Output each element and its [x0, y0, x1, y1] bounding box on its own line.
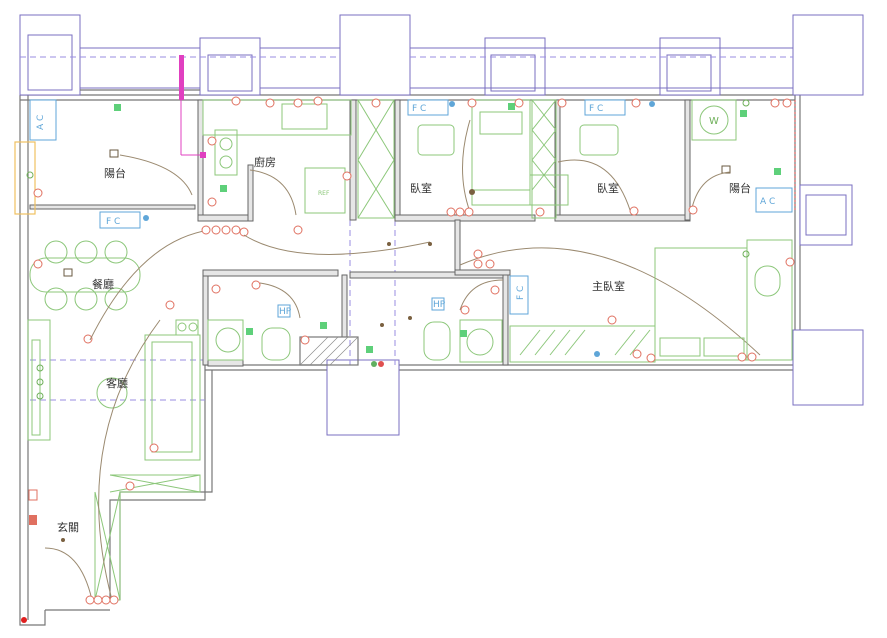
room-label-balcony-left: 陽台 [104, 167, 126, 180]
entrance-furniture [21, 319, 201, 623]
dining-furniture [29, 229, 211, 344]
room-label-living: 客廳 [106, 377, 128, 390]
svg-text:A C: A C [760, 197, 775, 207]
room-label-master-bedroom: 主臥室 [592, 280, 625, 293]
bedroom-1-furniture: F C [407, 98, 569, 217]
svg-text:HP: HP [433, 300, 446, 310]
room-label-entrance: 玄關 [57, 521, 79, 534]
master-bedroom-furniture: F C [509, 239, 795, 363]
room-label-bedroom-1: 臥室 [410, 182, 432, 195]
balcony-right: W A C [688, 98, 796, 215]
interior-walls [29, 99, 691, 367]
room-label-dining: 餐廳 [92, 278, 114, 291]
shafts [357, 98, 557, 219]
svg-text:F C: F C [516, 286, 526, 300]
svg-text:W: W [709, 116, 719, 127]
room-label-bedroom-2: 臥室 [597, 182, 619, 195]
svg-text:F C: F C [106, 217, 120, 227]
room-label-balcony-right: 陽台 [729, 182, 751, 195]
bathroom-right: HP [366, 279, 504, 367]
kitchen: REF [202, 96, 352, 235]
svg-text:HP: HP [279, 307, 292, 317]
bathroom-left: HP [207, 280, 327, 361]
svg-text:F C: F C [412, 104, 426, 114]
svg-text:F C: F C [589, 104, 603, 114]
hallway-symbols [201, 225, 761, 356]
svg-text:A C: A C [36, 115, 46, 130]
svg-text:REF: REF [318, 190, 330, 197]
bedroom-2-furniture: F C [557, 98, 655, 216]
pipe-run [179, 55, 206, 158]
top-structure [19, 14, 864, 436]
room-label-kitchen: 廚房 [254, 156, 276, 169]
balcony-left: A C F C [14, 99, 193, 229]
living-furniture [27, 300, 201, 461]
